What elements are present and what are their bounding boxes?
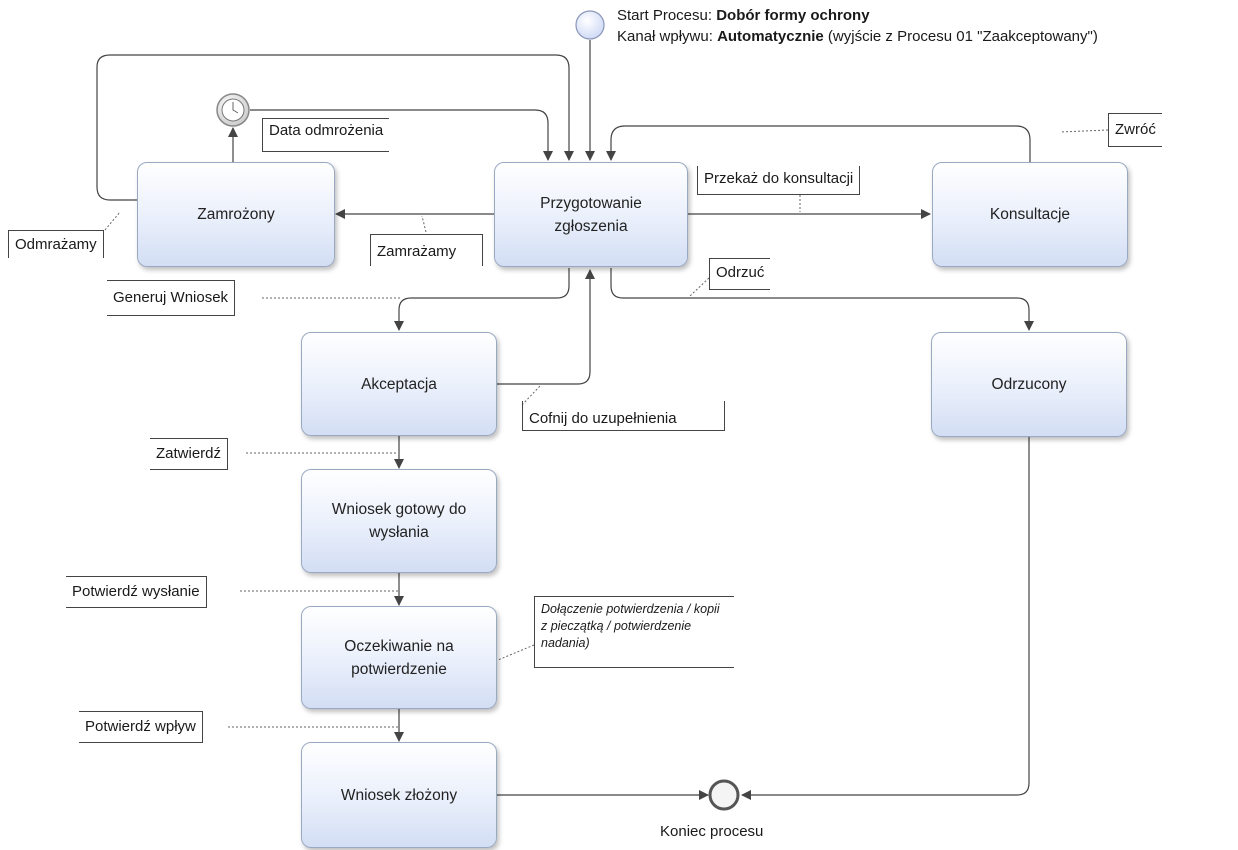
task-konsultacje[interactable]: Konsultacje (932, 162, 1128, 267)
anno-przekaz: Przekaż do konsultacji (697, 166, 861, 195)
anno-odrzuc-text: Odrzuć (716, 264, 765, 281)
assoc-cofnij (521, 385, 541, 406)
task-wniosek-gotowy-label: Wniosek gotowy do wysłania (331, 501, 467, 541)
task-przygotowanie-label: Przygotowanie zgłoszenia (540, 194, 642, 235)
flow-odrzucony-to-end (741, 437, 1030, 800)
anno-potwierdz-wplyw-text: Potwierdź wpływ (85, 718, 196, 735)
anno-zwroc-text: Zwróć (1115, 121, 1156, 138)
task-wniosek-zlozony[interactable]: Wniosek złożony (301, 742, 497, 848)
assoc-zwroc (1059, 129, 1109, 133)
flow-timer-to-przygotowanie (250, 109, 553, 161)
anno-dolaczenie: Dołączenie potwierdzenia / kopii z piecz… (534, 596, 734, 668)
channel-line: Kanał wpływu: Automatycznie (wyjście z P… (617, 27, 1098, 46)
task-przygotowanie[interactable]: Przygotowanie zgłoszenia (494, 162, 688, 267)
task-odrzucony-label: Odrzucony (991, 376, 1067, 393)
task-wniosek-gotowy[interactable]: Wniosek gotowy do wysłania (301, 469, 497, 573)
task-akceptacja-label: Akceptacja (361, 375, 437, 393)
anno-zamrazamy-text: Zamrażamy (377, 243, 457, 260)
anno-cofnij: Cofnij do uzupełnienia (522, 401, 725, 431)
anno-generuj-text: Generuj Wniosek (113, 289, 229, 306)
task-wniosek-zlozony-label: Wniosek złożony (340, 786, 458, 804)
task-akceptacja[interactable]: Akceptacja (301, 332, 497, 436)
assoc-dolaczenie (497, 644, 535, 661)
anno-data-odmrozenia: Data odmrożenia (262, 118, 390, 152)
start-process-value: Dobór formy ochrony (716, 7, 870, 24)
anno-potwierdz-wyslanie-text: Potwierdź wysłanie (72, 583, 200, 600)
flow-generuj (394, 268, 570, 331)
anno-potwierdz-wyslanie: Potwierdź wysłanie (66, 576, 207, 608)
assoc-odrzuc (689, 277, 710, 297)
flow-cofnij (497, 269, 595, 385)
task-odrzucony[interactable]: Odrzucony (931, 332, 1127, 437)
anno-zamrazamy: Zamrażamy (370, 234, 483, 266)
anno-odmrazamy: Odmrażamy (8, 230, 104, 258)
timer-event[interactable] (216, 93, 250, 127)
flow-odrzuc (610, 268, 1034, 331)
task-zamrozony[interactable]: Zamrożony (137, 162, 335, 267)
start-process-line: Start Procesu: Dobór formy ochrony (617, 6, 870, 25)
anno-odrzuc: Odrzuć (709, 258, 771, 290)
task-oczekiwanie-label: Oczekiwanie na potwierdzenie (344, 637, 454, 678)
assoc-zamrazamy (421, 215, 427, 233)
channel-prefix: Kanał wpływu: (617, 28, 718, 45)
task-oczekiwanie[interactable]: Oczekiwanie na potwierdzenie (301, 606, 497, 709)
channel-value: Automatycznie (717, 28, 824, 45)
flow-odmrazamy (96, 54, 574, 201)
end-event[interactable] (708, 779, 740, 811)
anno-zwroc: Zwróć (1108, 113, 1162, 147)
anno-potwierdz-wplyw: Potwierdź wpływ (79, 711, 203, 743)
assoc-odmrazamy (104, 211, 121, 231)
start-event[interactable] (575, 10, 605, 40)
anno-odmrazamy-text: Odmrażamy (15, 236, 97, 253)
start-process-prefix: Start Procesu: (617, 7, 717, 24)
anno-cofnij-text: Cofnij do uzupełnienia (529, 410, 677, 427)
anno-zatwierdz: Zatwierdź (150, 438, 229, 470)
anno-przekaz-text: Przekaż do konsultacji (704, 170, 854, 187)
flow-zwroc (606, 125, 1031, 162)
task-konsultacje-label: Konsultacje (989, 206, 1071, 223)
end-event-label: Koniec procesu (660, 823, 764, 840)
task-zamrozony-label: Zamrożony (197, 206, 275, 223)
anno-generuj: Generuj Wniosek (107, 280, 236, 316)
anno-zatwierdz-text: Zatwierdź (156, 445, 222, 462)
channel-suffix: (wyjście z Procesu 01 "Zaakceptowany") (823, 28, 1098, 45)
anno-data-odmrozenia-text: Data odmrożenia (269, 122, 384, 139)
anno-dolaczenie-text: Dołączenie potwierdzenia / kopii z piecz… (541, 602, 720, 650)
